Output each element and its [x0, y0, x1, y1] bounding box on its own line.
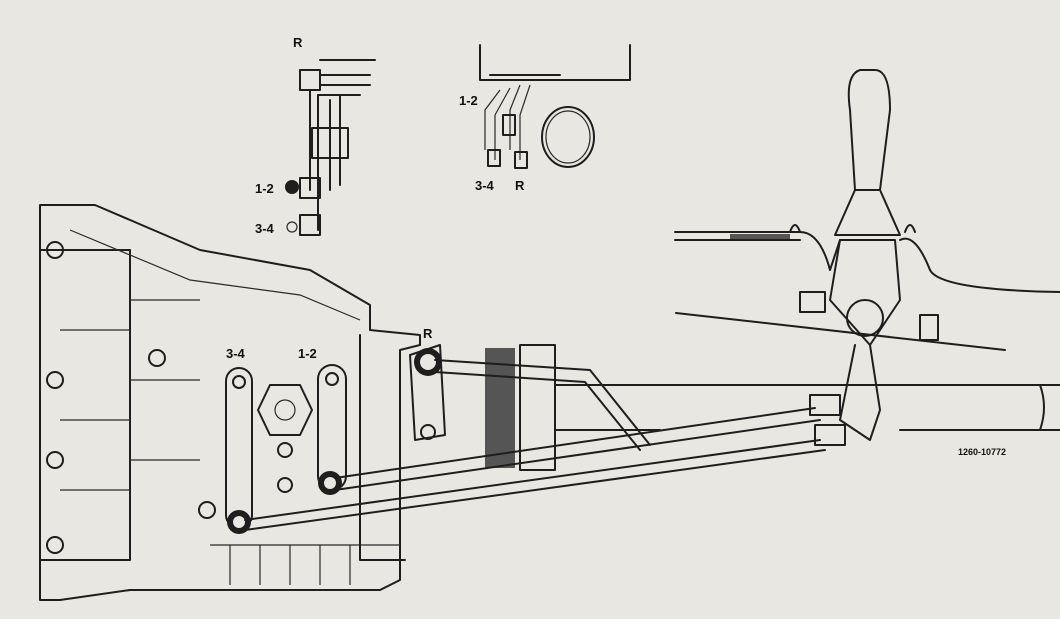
- main-label-3-4: 3-4: [226, 346, 246, 361]
- inset-left-label-3-4: 3-4: [255, 221, 275, 236]
- main-label-r: R: [423, 326, 433, 341]
- driveshaft-area: [485, 344, 1060, 471]
- inset-left-detail: [285, 59, 376, 236]
- transmission-housing: [39, 204, 421, 601]
- gear-lever-assembly: [674, 69, 1060, 441]
- main-label-1-2: 1-2: [298, 346, 317, 361]
- inset-left-label-r: R: [293, 35, 303, 50]
- inset-right-label-3-4: 3-4: [475, 178, 495, 193]
- inset-right-label-1-2: 1-2: [459, 93, 478, 108]
- part-number: 1260-10772: [958, 447, 1006, 457]
- inset-left-label-1-2: 1-2: [255, 181, 274, 196]
- inset-right-label-r: R: [515, 178, 525, 193]
- selector-levers: [225, 344, 446, 534]
- shift-rods: [244, 359, 846, 531]
- inset-right-detail: [479, 44, 631, 169]
